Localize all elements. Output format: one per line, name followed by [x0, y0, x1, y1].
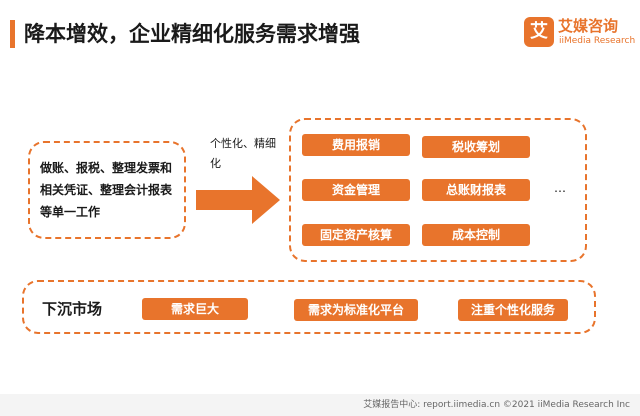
page-title: 降本增效，企业精细化服务需求增强 — [24, 22, 360, 46]
footer: 艾媒报告中心: report.iimedia.cn ©2021 iiMedia … — [0, 394, 640, 416]
lower-tier-market-box — [22, 280, 596, 334]
more-services-ellipsis: … — [554, 181, 566, 195]
logo-english-name: iiMedia Research — [559, 36, 636, 46]
traditional-work-box: 做账、报税、整理发票和相关凭证、整理会计报表等单一工作 — [28, 141, 186, 239]
market-item-personalized: 注重个性化服务 — [458, 299, 568, 321]
footer-source-text: 艾媒报告中心: report.iimedia.cn ©2021 iiMedia … — [363, 400, 630, 410]
market-item-standard-platform: 需求为标准化平台 — [294, 299, 418, 321]
brand-logo: 艾 艾媒咨询 iiMedia Research — [524, 15, 636, 53]
service-item-funds: 资金管理 — [302, 179, 410, 201]
service-item-tax-planning: 税收筹划 — [422, 136, 530, 158]
market-label: 下沉市场 — [42, 300, 103, 318]
service-item-expense: 费用报销 — [302, 134, 410, 156]
right-arrow-icon — [196, 176, 280, 224]
traditional-work-text: 做账、报税、整理发票和相关凭证、整理会计报表等单一工作 — [40, 161, 173, 219]
service-item-ledger: 总账财报表 — [422, 179, 530, 201]
logo-mark-icon: 艾 — [524, 17, 554, 47]
service-item-fixed-assets: 固定资产核算 — [302, 224, 410, 246]
arrow-label: 个性化、精细化 — [210, 137, 276, 170]
market-item-demand: 需求巨大 — [142, 298, 248, 320]
service-item-cost-control: 成本控制 — [422, 224, 530, 246]
refined-services-box — [289, 118, 587, 262]
title-accent-bar — [10, 20, 15, 48]
logo-chinese-name: 艾媒咨询 — [558, 17, 619, 35]
